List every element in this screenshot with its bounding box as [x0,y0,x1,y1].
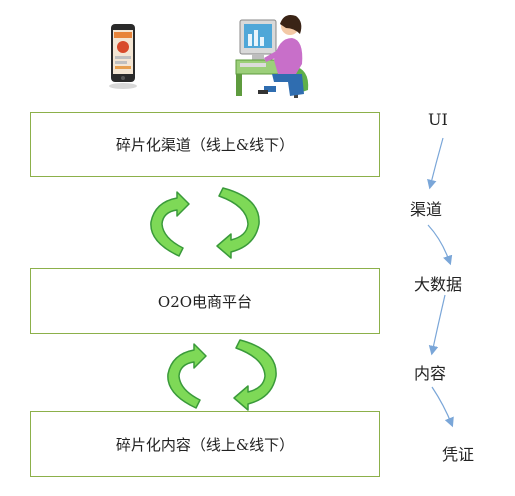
smartphone-icon [109,24,137,89]
flow-step-ui: UI [428,110,448,129]
flow-arrow-3 [428,294,446,356]
content-box-label: 碎片化内容（线上&线下） [115,435,295,454]
flow-step-content: 内容 [414,364,447,383]
content-box: 碎片化内容（线上&线下） [30,411,380,477]
cycle-arrows-top [150,187,260,259]
flow-step-big-data: 大数据 [414,275,463,294]
flow-arrow-1 [427,137,444,190]
cycle-arrows-bottom [167,339,277,411]
flow-arrow-2 [427,224,453,266]
channels-box: 碎片化渠道（线上&线下） [30,112,380,177]
flow-arrows [427,137,454,428]
channels-box-label: 碎片化渠道（线上&线下） [115,136,295,154]
platform-box: O2O电商平台 [30,268,380,334]
flow-step-voucher: 凭证 [442,445,475,464]
person-at-computer-icon [235,15,309,98]
platform-box-label: O2O电商平台 [157,292,253,311]
flow-arrow-4 [431,386,454,428]
flow-step-channels: 渠道 [410,200,443,219]
